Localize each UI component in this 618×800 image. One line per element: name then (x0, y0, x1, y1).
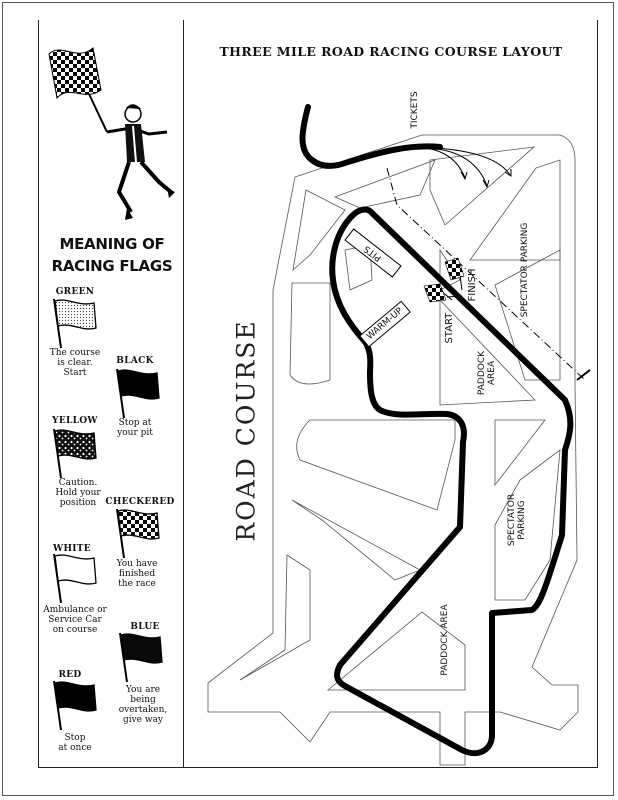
flag-meaning-line: Stop (64, 733, 86, 743)
flag-name: CHECKERED (105, 497, 175, 507)
area-text: AREA (487, 360, 497, 386)
flag-name: BLACK (116, 356, 154, 366)
flagman-illustration (48, 47, 175, 220)
spectator-parking-label-right: SPECTATOR PARKING (507, 490, 527, 550)
warm-up-box (359, 300, 411, 348)
finish-flag-icon (444, 257, 465, 291)
flags-panel: MEANING OF RACING FLAGS (38, 20, 184, 768)
flag-meaning-line: Ambulance or (43, 605, 107, 615)
block (494, 419, 546, 487)
blue-flag-icon (119, 632, 163, 683)
flag-name: RED (58, 670, 82, 680)
map-title: THREE MILE ROAD RACING COURSE LAYOUT (219, 44, 563, 59)
red-flag-icon (53, 680, 97, 731)
paddock-area-label-top: PADDOCK AREA (477, 348, 497, 398)
flag-meaning-line: the race (118, 579, 156, 589)
flag-meaning-line: your pit (117, 428, 153, 438)
outer-boundary (207, 134, 579, 766)
block (296, 419, 456, 511)
flag-meaning-line: Start (63, 368, 87, 378)
flag-meaning-line: on course (52, 625, 98, 635)
entry-road (299, 104, 443, 169)
block (292, 189, 346, 272)
flags-heading-line2: RACING FLAGS (51, 257, 173, 275)
flag-meaning-line: position (59, 498, 97, 508)
block (494, 449, 561, 601)
block (439, 298, 536, 406)
flag-meaning-line: You are (125, 685, 161, 695)
block (291, 499, 421, 581)
yellow-flag-icon (53, 428, 97, 479)
flag-meaning-line: Stop at (118, 418, 152, 428)
white-flag-icon (53, 553, 97, 604)
flag-meaning-line: is clear. (57, 358, 93, 368)
flag-meaning-line: The course (49, 348, 101, 358)
flag-meaning-line: Service Car (48, 615, 102, 625)
flag-meaning-line: finished (118, 569, 156, 579)
finish-label: FINISH (467, 268, 478, 302)
block (326, 611, 466, 691)
block (289, 282, 331, 385)
block (333, 159, 436, 209)
spectator-parking-label-top: SPECTATOR PARKING (520, 215, 530, 325)
race-track (329, 206, 574, 757)
map-area (184, 20, 598, 768)
flag-meaning-line: Caution. (58, 478, 98, 488)
green-flag-icon (53, 298, 97, 349)
spectator-parking-text: SPECTATOR PARKING (520, 222, 530, 318)
start-flag-icon (423, 283, 453, 303)
spectator-text: SPECTATOR (507, 493, 517, 547)
flag-meaning-line: being (130, 695, 156, 705)
flag-meaning-line: overtaken, (118, 705, 168, 715)
block (429, 146, 536, 226)
start-label: START (444, 312, 455, 344)
fence-end-marker (576, 369, 591, 381)
flag-name: GREEN (55, 287, 95, 297)
start-finish-line (446, 295, 463, 298)
checkered-flag-icon (116, 508, 160, 559)
parking-text: PARKING (517, 500, 527, 540)
flag-meaning-line: You have (116, 559, 158, 569)
road-course-label: ROAD COURSE (231, 319, 261, 542)
tickets-label: TICKETS (410, 91, 420, 129)
flag-name: WHITE (53, 544, 91, 554)
flag-name: BLUE (130, 622, 160, 632)
flag-meaning-line: give way (122, 715, 164, 725)
block (469, 159, 561, 261)
pits-box (344, 228, 402, 278)
paddock-area-label-bottom: PADDOCK AREA (440, 604, 450, 676)
flag-meaning-line: at once (58, 743, 92, 753)
block (239, 554, 311, 681)
parking-arrows (424, 147, 512, 189)
paddock-text: PADDOCK (477, 350, 487, 396)
flag-name: YELLOW (52, 416, 98, 426)
black-flag-icon (116, 368, 160, 419)
flags-heading-line1: MEANING OF (59, 235, 165, 253)
flag-meaning-line: Hold your (55, 488, 101, 498)
